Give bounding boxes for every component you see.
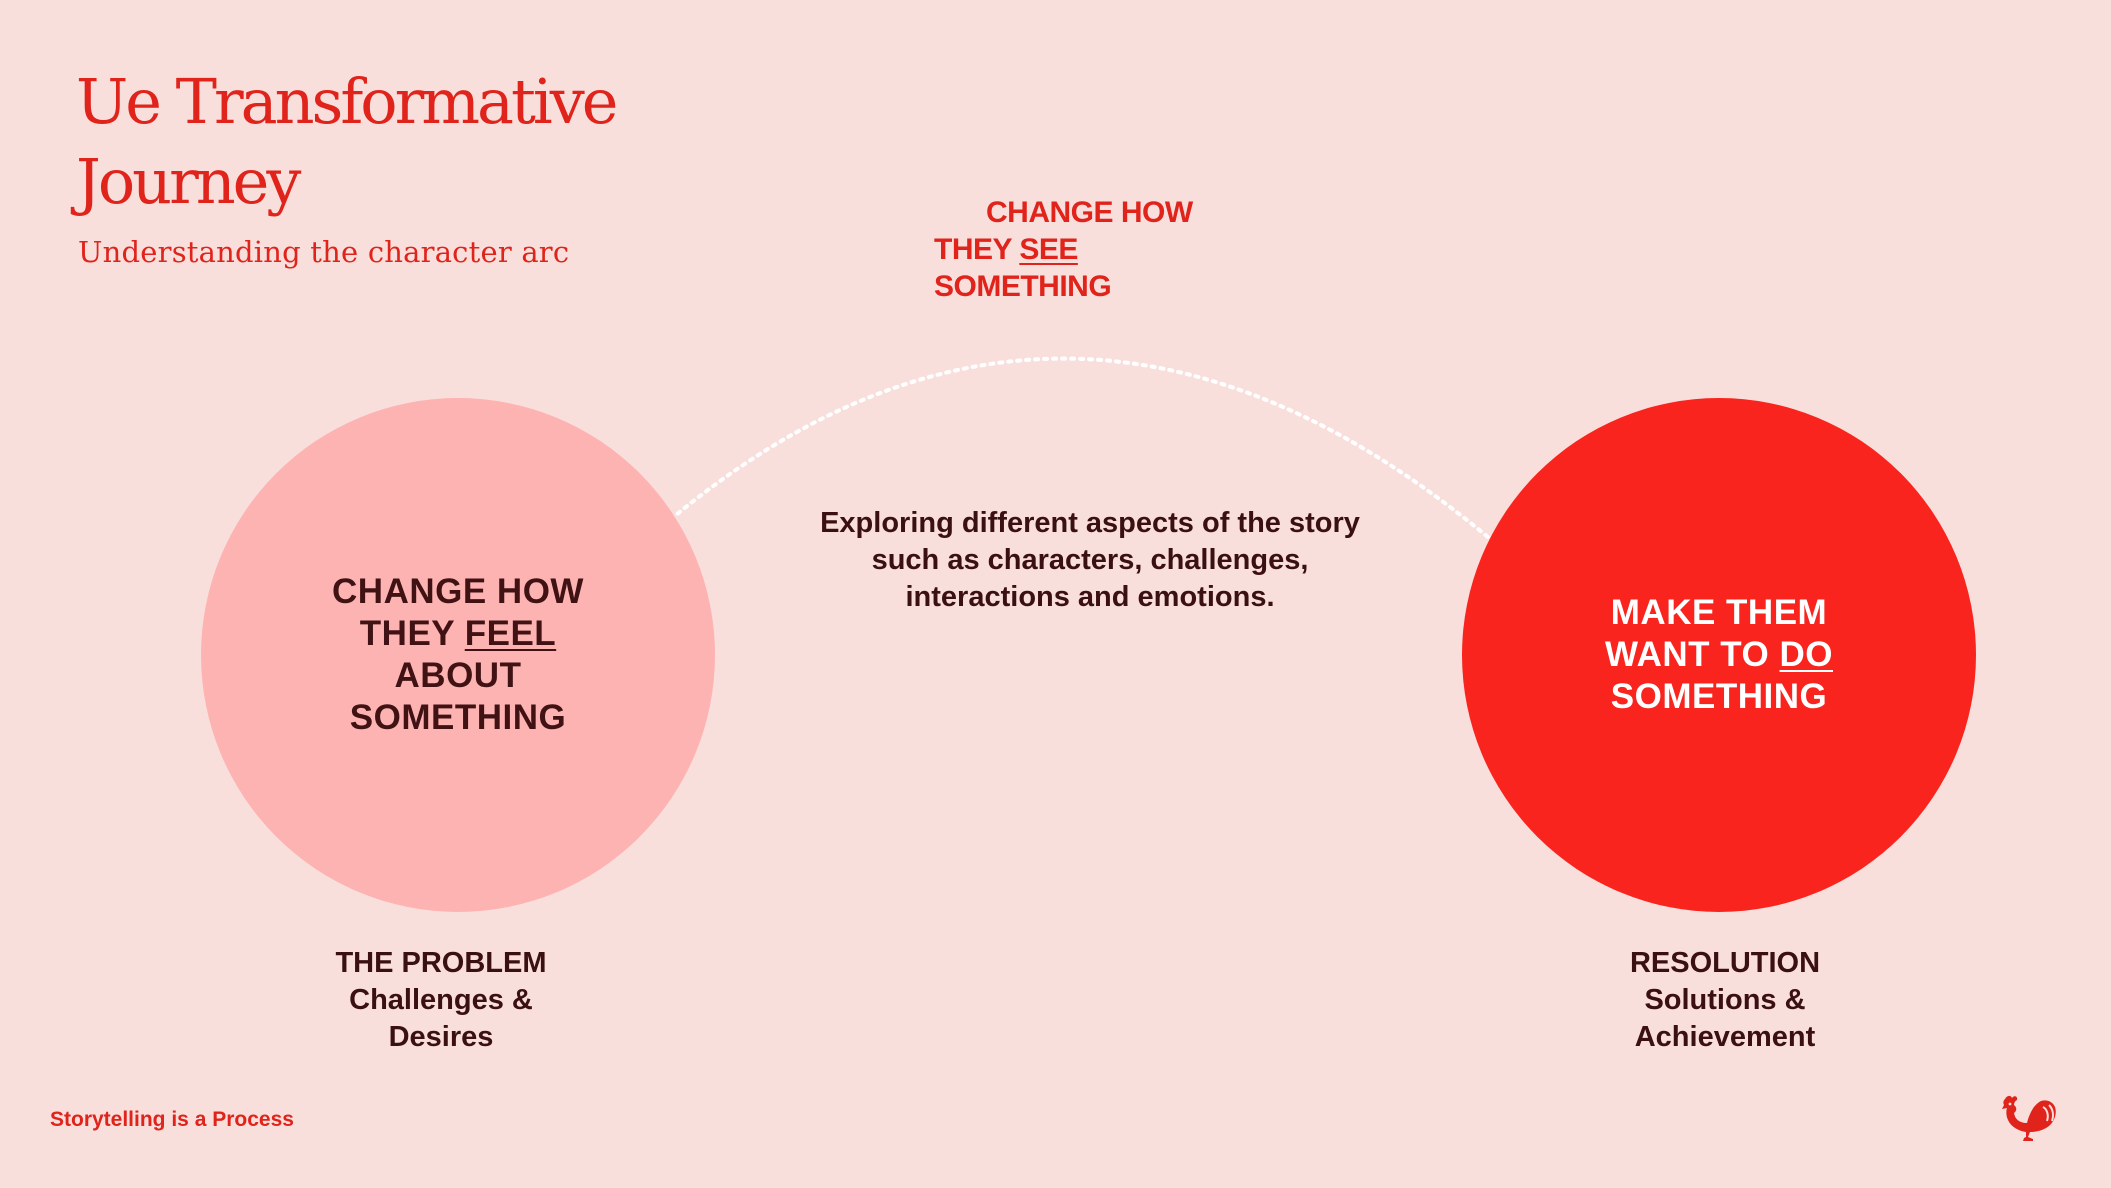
see-line-1: CHANGE HOW (986, 196, 1193, 229)
see-line-2-prefix: THEY (934, 233, 1020, 266)
do-line-1: MAKE THEM (1610, 593, 1828, 632)
see-line-2: THEY SEE (934, 231, 1193, 268)
feel-line-1: CHANGE HOW (332, 572, 584, 611)
problem-caption-line-1: THE PROBLEM (335, 947, 547, 979)
feel-line-2: THEY FEEL (332, 613, 584, 655)
description-line-1: Exploring different aspects of the story (820, 507, 1360, 539)
problem-caption: THE PROBLEM Challenges & Desires (281, 945, 601, 1056)
do-keyword: DO (1779, 635, 1833, 674)
feel-line-2-prefix: THEY (359, 614, 465, 653)
feel-line-4: SOMETHING (349, 698, 567, 737)
do-circle-text: MAKE THEM WANT TO DO SOMETHING (1605, 592, 1833, 718)
feel-circle: CHANGE HOW THEY FEEL ABOUT SOMETHING (201, 398, 715, 912)
description-line-2: such as characters, challenges, (871, 544, 1309, 576)
title-line-1: Ue Transformative (76, 65, 618, 138)
problem-caption-line-3: Desires (388, 1021, 494, 1053)
problem-caption-line-2: Challenges & (349, 984, 533, 1016)
do-line-2-prefix: WANT TO (1605, 635, 1780, 674)
feel-circle-text: CHANGE HOW THEY FEEL ABOUT SOMETHING (332, 571, 584, 739)
feel-keyword: FEEL (464, 614, 557, 653)
do-line-2: WANT TO DO (1605, 634, 1833, 676)
see-keyword: SEE (1019, 233, 1078, 266)
resolution-caption-line-1: RESOLUTION (1629, 947, 1821, 979)
arc-description: Exploring different aspects of the story… (790, 505, 1390, 616)
resolution-caption: RESOLUTION Solutions & Achievement (1565, 945, 1885, 1056)
description-line-3: interactions and emotions. (905, 581, 1275, 613)
resolution-caption-line-3: Achievement (1634, 1021, 1816, 1053)
resolution-caption-line-2: Solutions & (1644, 984, 1806, 1016)
do-circle: MAKE THEM WANT TO DO SOMETHING (1462, 398, 1976, 912)
do-line-3: SOMETHING (1610, 677, 1828, 716)
see-line-3: SOMETHING (934, 270, 1112, 303)
see-label: CHANGE HOW THEY SEE SOMETHING (934, 194, 1193, 305)
feel-line-3: ABOUT (394, 656, 522, 695)
rooster-icon (2002, 1095, 2056, 1141)
title-line-2: Journey (76, 145, 301, 218)
slide-subtitle: Understanding the character arc (78, 235, 570, 269)
footer-text: Storytelling is a Process (50, 1108, 294, 1131)
slide-title: Ue Transformative Journey (76, 62, 618, 222)
